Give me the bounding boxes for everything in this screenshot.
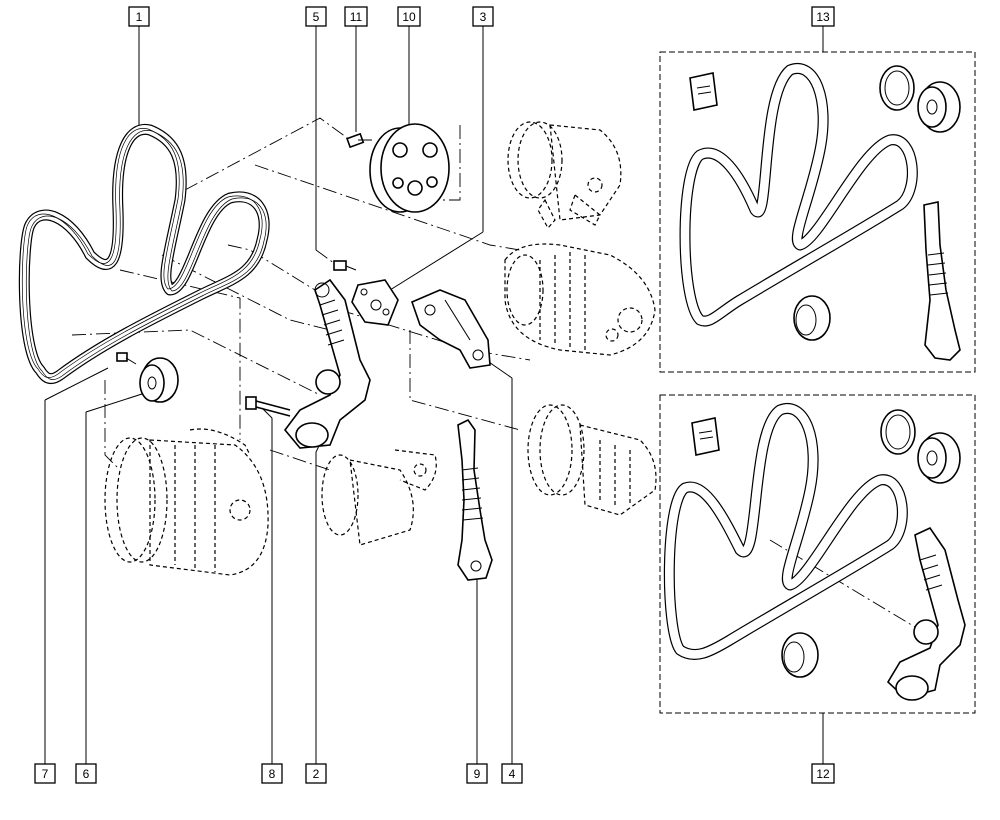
callout-9-label: 9 bbox=[474, 767, 481, 781]
callout-11: 11 bbox=[344, 6, 368, 27]
callout-6-label: 6 bbox=[83, 767, 90, 781]
ghost-ac-compressor bbox=[104, 428, 269, 576]
callout-11-label: 11 bbox=[350, 10, 363, 24]
callout-5-label: 5 bbox=[313, 10, 320, 24]
callout-13-label: 13 bbox=[816, 10, 830, 24]
callout-7-label: 7 bbox=[42, 767, 49, 781]
callout-1-label: 1 bbox=[136, 10, 143, 24]
callout-2: 2 bbox=[305, 763, 327, 784]
tensioner-2 bbox=[283, 278, 371, 449]
bolt-7 bbox=[116, 352, 137, 365]
kit-12-contents bbox=[663, 403, 966, 701]
bolt-8 bbox=[245, 396, 291, 417]
kit-box-13 bbox=[659, 51, 976, 373]
callout-4: 4 bbox=[501, 763, 523, 784]
damper-9 bbox=[457, 418, 493, 581]
ghost-alternator bbox=[504, 243, 656, 356]
callout-13: 13 bbox=[811, 6, 835, 27]
callout-12-label: 12 bbox=[816, 767, 830, 781]
callout-4-label: 4 bbox=[509, 767, 516, 781]
assembly-lines bbox=[71, 117, 921, 631]
callout-1: 1 bbox=[128, 6, 150, 27]
callout-2-label: 2 bbox=[313, 767, 320, 781]
pulley-10 bbox=[369, 123, 450, 213]
callout-9: 9 bbox=[466, 763, 488, 784]
callout-12: 12 bbox=[811, 763, 835, 784]
ghost-bracket bbox=[321, 449, 437, 546]
kit-box-12 bbox=[659, 394, 976, 714]
plate-3 bbox=[351, 279, 399, 326]
callout-7: 7 bbox=[34, 763, 56, 784]
callout-10: 10 bbox=[397, 6, 421, 27]
callout-3-label: 3 bbox=[480, 10, 487, 24]
callout-5: 5 bbox=[305, 6, 327, 27]
callout-10-label: 10 bbox=[402, 10, 416, 24]
kit-13-contents bbox=[679, 63, 961, 361]
callout-6: 6 bbox=[75, 763, 97, 784]
callout-8-label: 8 bbox=[269, 767, 276, 781]
leader-lines bbox=[44, 26, 824, 765]
bolt-5 bbox=[333, 260, 357, 271]
idler-roller-6 bbox=[139, 357, 179, 403]
bolt-11 bbox=[346, 132, 372, 149]
callout-3: 3 bbox=[472, 6, 494, 27]
ghost-crank-pulley bbox=[527, 404, 657, 516]
bracket-4 bbox=[410, 289, 491, 369]
ghost-steering-pump bbox=[507, 121, 622, 230]
callout-8: 8 bbox=[261, 763, 283, 784]
